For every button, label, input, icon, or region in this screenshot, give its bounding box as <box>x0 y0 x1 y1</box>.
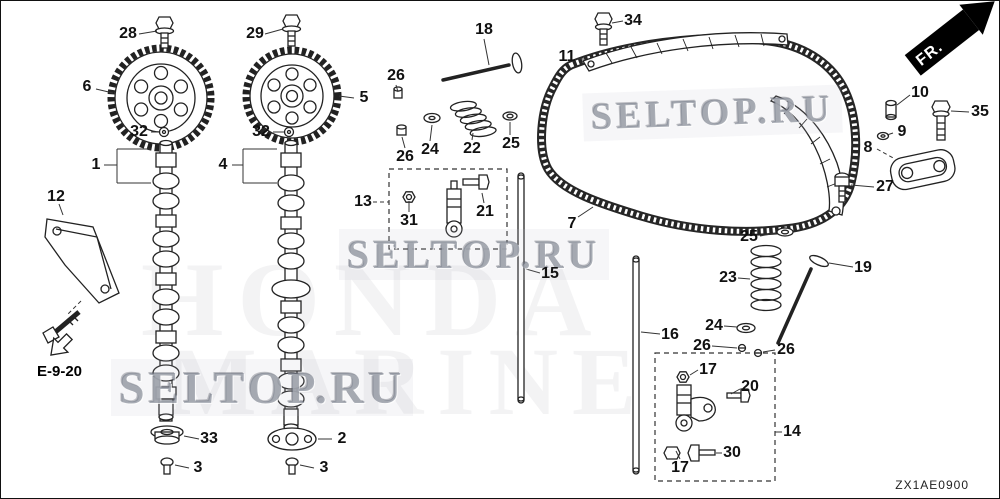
callout-30: 30 <box>723 444 741 461</box>
callout-26-c: 26 <box>693 337 711 354</box>
callout-23: 23 <box>719 269 737 286</box>
callout-34: 34 <box>624 12 642 29</box>
callout-14: 14 <box>783 423 801 440</box>
background-watermark-line1: HONDA <box>141 241 606 358</box>
callout-2: 2 <box>337 430 347 447</box>
callout-25-a: 25 <box>502 135 520 152</box>
callout-22: 22 <box>463 140 481 157</box>
tensioner-bracket <box>889 149 956 191</box>
cam-sprocket-left <box>107 44 215 152</box>
rocker-assembly-box-lower <box>654 352 776 482</box>
background-watermark-line2: MARINE <box>166 328 650 435</box>
callout-3-a: 3 <box>193 459 203 476</box>
valve-spring-upper <box>449 100 497 138</box>
bolt-27 <box>834 172 850 203</box>
callout-1: 1 <box>91 156 101 173</box>
cam-end-cap <box>150 425 184 445</box>
valve-18 <box>441 52 523 82</box>
bolt-29 <box>281 14 302 47</box>
callout-3-b: 3 <box>319 459 329 476</box>
end-bolt-right <box>285 457 299 475</box>
callout-32-b: 32 <box>252 123 270 140</box>
callout-6: 6 <box>82 78 92 95</box>
chain-tensioner-arm <box>769 95 844 216</box>
callout-24-a: 24 <box>421 141 439 158</box>
camshaft-exhaust <box>271 139 311 431</box>
callout-19: 19 <box>854 259 872 276</box>
diagram-code: ZX1AE0900 <box>895 478 969 492</box>
callout-10: 10 <box>911 84 929 101</box>
valve-19 <box>776 254 829 345</box>
end-bolt-left <box>160 457 174 475</box>
callout-27: 27 <box>876 178 894 195</box>
callout-26-b: 26 <box>396 148 414 165</box>
site-watermark-3: SELTOP.RU <box>111 359 414 416</box>
dowel-pin-right <box>283 126 295 138</box>
callout-13: 13 <box>354 193 372 210</box>
valve-seal-upper <box>396 124 407 136</box>
spring-retainer-lower <box>776 227 794 237</box>
site-watermark-1: SELTOP.RU <box>582 84 843 142</box>
callout-29: 29 <box>246 25 264 42</box>
push-rod-lower <box>632 255 640 475</box>
spring-seat-upper <box>423 112 441 124</box>
valve-spring-lower <box>750 244 782 312</box>
callout-33: 33 <box>200 430 218 447</box>
cam-end-plate <box>267 427 317 451</box>
callout-17-b: 17 <box>671 459 689 476</box>
spring-seat-lower <box>736 322 756 334</box>
callout-8: 8 <box>863 139 873 156</box>
bolt-28 <box>154 16 175 49</box>
mount-bracket <box>44 218 120 316</box>
fr-direction-banner: FR. <box>904 1 995 76</box>
callout-35: 35 <box>971 103 989 120</box>
callout-32-a: 32 <box>130 123 148 140</box>
site-watermark-2: SELTOP.RU <box>339 229 609 280</box>
rocker-assembly-box-upper <box>388 168 508 250</box>
callout-24-b: 24 <box>705 317 723 334</box>
dowel-pin-left <box>158 126 170 138</box>
callout-26-a: 26 <box>387 67 405 84</box>
callout-12: 12 <box>47 188 65 205</box>
callout-25-b: 25 <box>740 228 758 245</box>
callout-26-d: 26 <box>777 341 795 358</box>
callout-11: 11 <box>558 48 576 65</box>
bolt-35 <box>931 100 951 141</box>
bracket-bolt <box>42 310 81 344</box>
callout-31: 31 <box>400 212 418 229</box>
leader-lines <box>58 20 970 469</box>
camshaft-intake <box>152 139 180 422</box>
callout-5: 5 <box>359 89 369 106</box>
valve-cotters <box>737 343 763 358</box>
callout-20: 20 <box>741 378 759 395</box>
callout-21: 21 <box>476 203 494 220</box>
callout-16: 16 <box>661 326 679 343</box>
callout-17-a: 17 <box>699 361 717 378</box>
chain-guide <box>582 32 789 72</box>
valve-keeper-upper <box>393 86 403 99</box>
bolt-34 <box>594 12 613 46</box>
callout-9: 9 <box>897 123 907 140</box>
push-rod-upper <box>517 172 525 404</box>
spring-retainer-upper <box>502 111 518 121</box>
tensioner-washer <box>876 131 890 141</box>
reference-arrow <box>50 332 74 356</box>
callout-15: 15 <box>541 265 559 282</box>
cam-sprocket-right <box>242 46 342 146</box>
callout-28: 28 <box>119 25 137 42</box>
tensioner-pivot-pin <box>885 99 897 121</box>
callout-7: 7 <box>567 215 577 232</box>
reference-code: E-9-20 <box>37 363 83 380</box>
callout-18: 18 <box>475 21 493 38</box>
callout-4: 4 <box>218 156 228 173</box>
